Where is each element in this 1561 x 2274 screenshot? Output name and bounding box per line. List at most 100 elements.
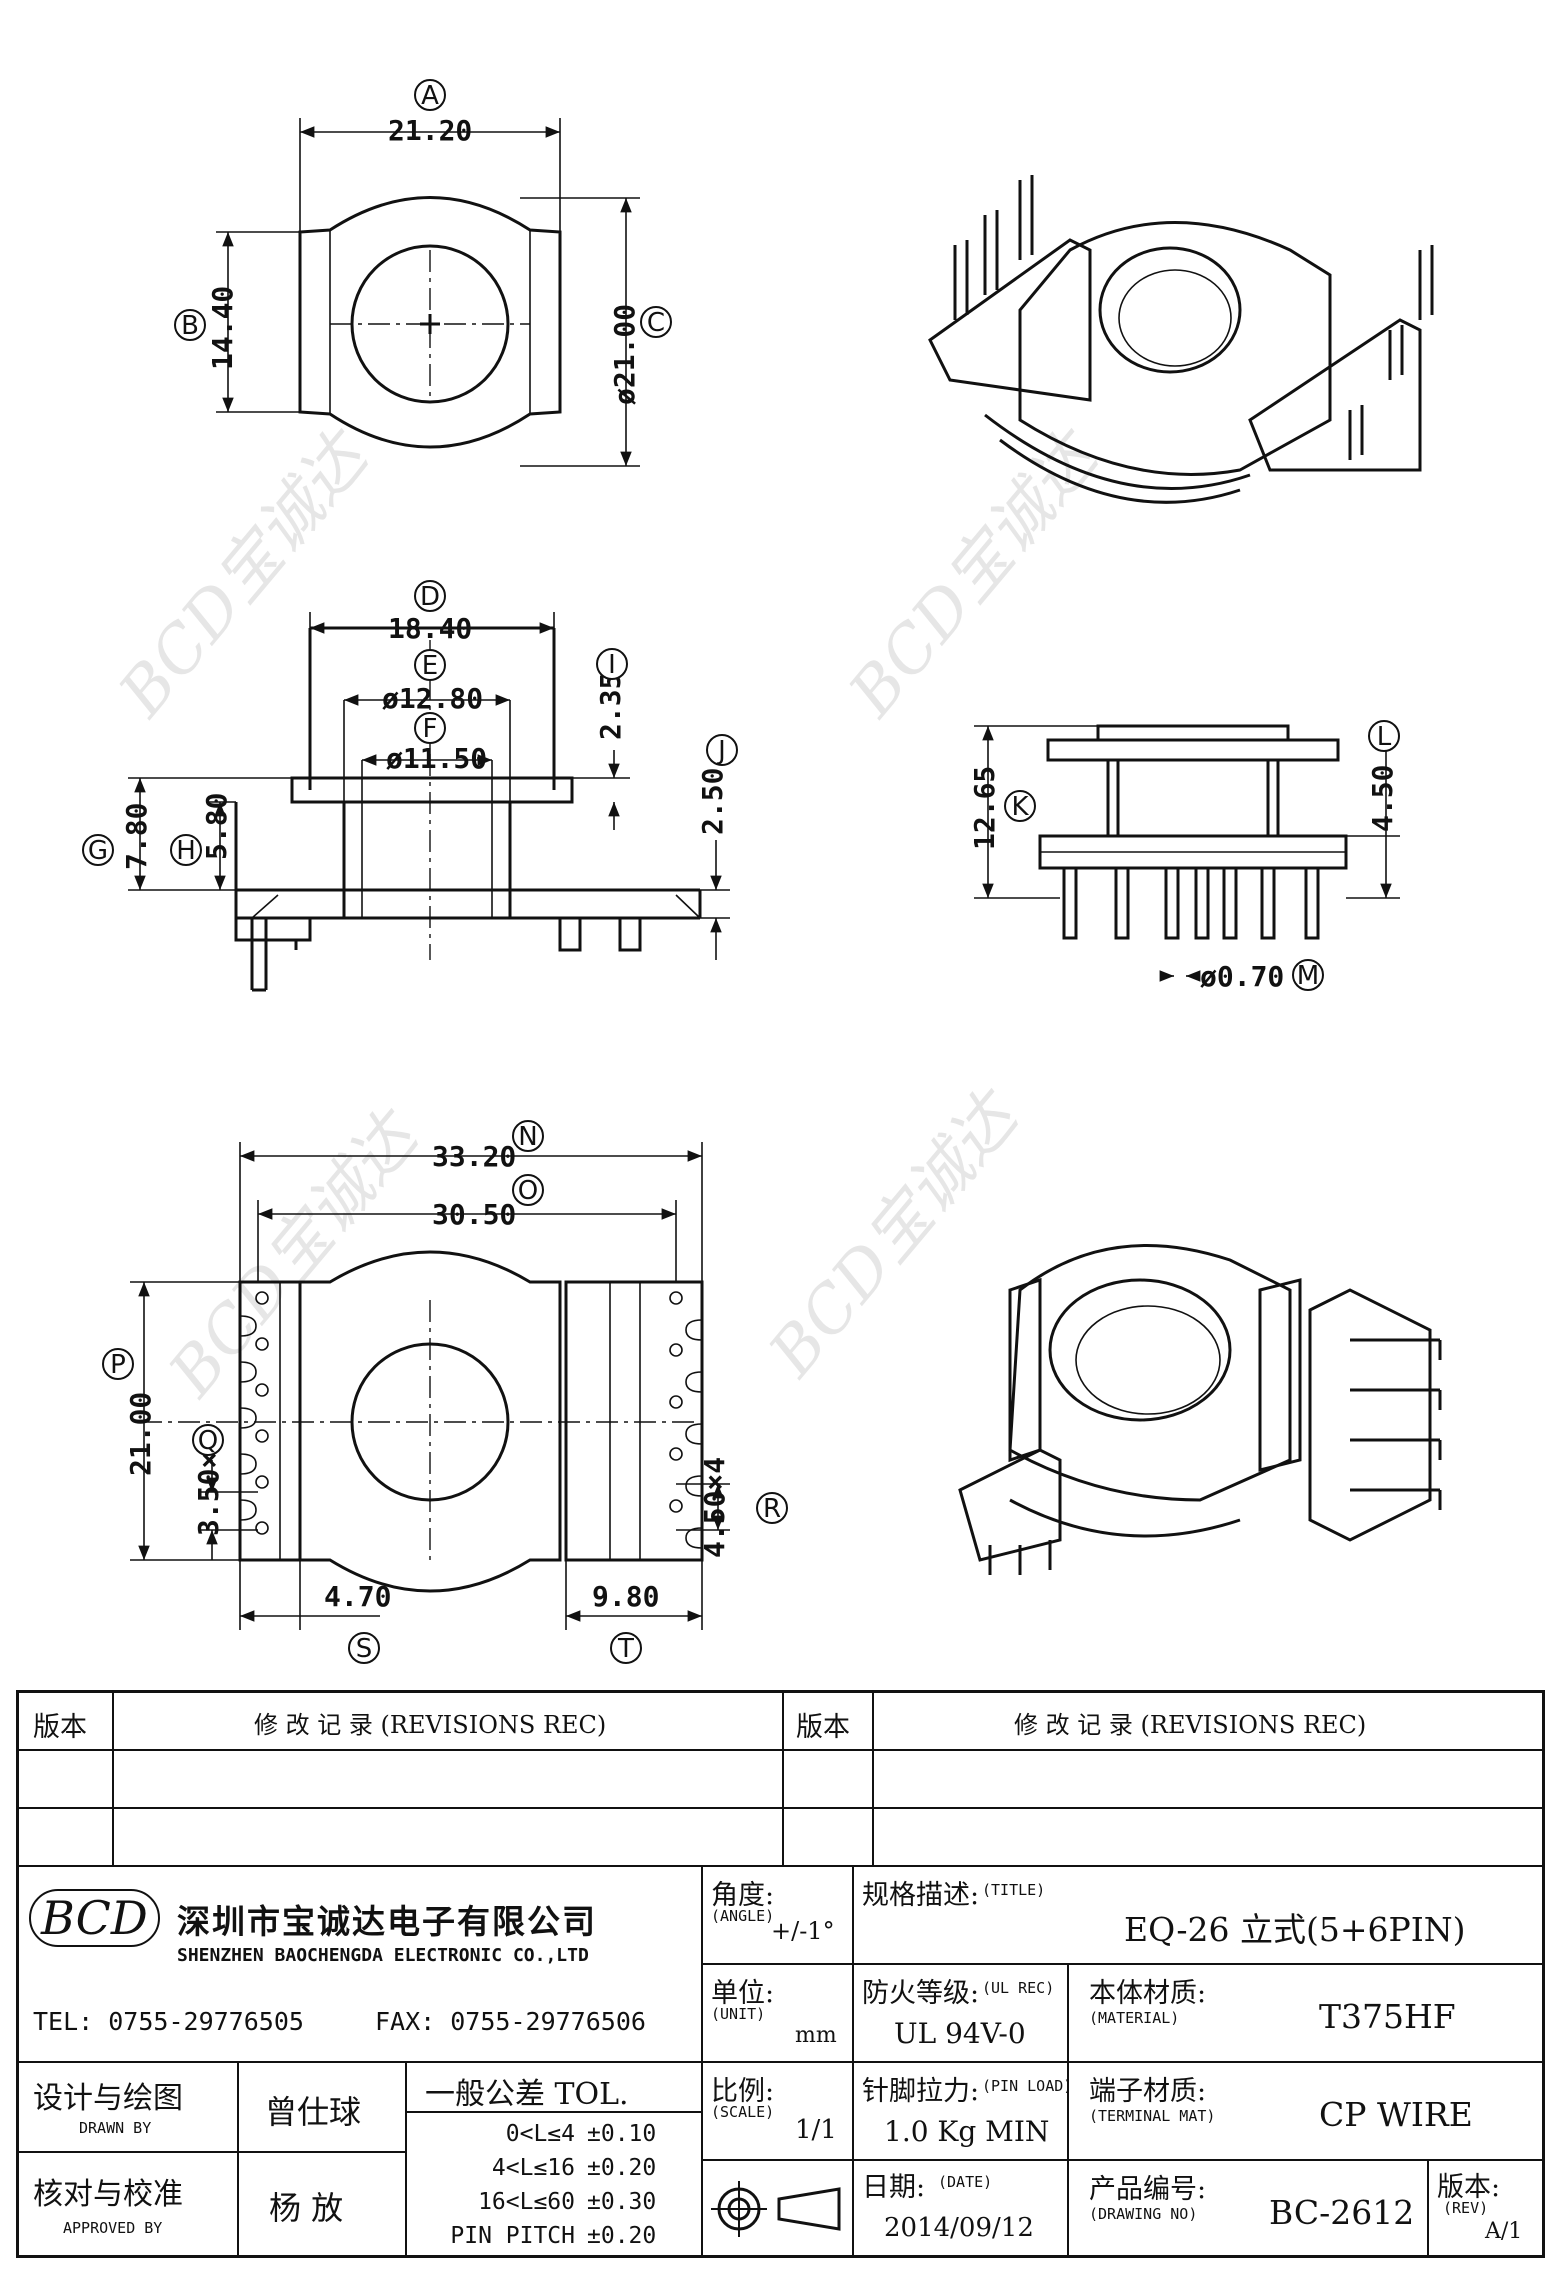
tolerance-value: ±0.20 [587,2223,657,2249]
pin-load-label-en: (PIN LOAD) [982,2077,1069,2095]
dimension-bubble-g: G [82,834,114,866]
pin [1164,866,1180,940]
tolerance-value: ±0.10 [587,2121,657,2147]
pin [1260,866,1276,940]
material-cell: 本体材质: (MATERIAL) T375HF [1069,1965,1542,2063]
dimension-letter: B [181,311,199,341]
dimension-letter: C [647,308,665,338]
dimension-bubble-b: B [174,309,206,341]
projection-symbol-cell [703,2161,854,2257]
company-logo: BCD [29,1889,160,1947]
dimension-bubble-m: M [1292,959,1324,991]
dimension-value-g: 7.80 [120,803,153,870]
terminal-value: CP WIRE [1319,2095,1473,2134]
dimension-bubble-n: N [512,1120,544,1152]
approved-by-cell: 核对与校准 APPROVED BY [19,2153,239,2257]
dimension-value-d: 18.40 [388,612,472,645]
dimension-bubble-p: P [102,1348,134,1380]
pin-slot [239,1361,257,1383]
dimension-bubble-e: E [414,649,446,681]
dimension-bubble-i: I [596,648,628,680]
terminal-label-en: (TERMINAL MAT) [1089,2107,1216,2125]
rev-value: A/1 [1485,2219,1523,2244]
pin-hole [255,1291,269,1305]
dimension-letter: F [423,714,438,744]
dimension-value-k: 12.65 [968,766,1001,850]
approved-by-label: 核对与校准 [33,2177,183,2212]
rev-row [114,1751,784,1809]
pin-hole [255,1337,269,1351]
dimension-letter: A [421,81,439,111]
scale-label-en: (SCALE) [711,2103,775,2121]
drawn-by-label: 设计与绘图 [33,2081,183,2116]
dimension-value-l: 4.50 [1366,765,1399,832]
dimension-value-s: 4.70 [324,1580,391,1613]
drawn-by-cell: 设计与绘图 DRAWN BY [19,2063,239,2153]
company-fax: FAX: 0755-29776506 [375,2007,646,2036]
dimension-bubble-r: R [756,1492,788,1524]
date-label: 日期: [862,2172,926,2203]
dimension-bubble-s: S [348,1632,380,1664]
drawn-by-name: 曾仕球 [265,2093,362,2131]
watermark-text: BCD宝诚达 [105,417,386,732]
unit-label-en: (UNIT) [711,2005,766,2023]
isometric-view-bottom [958,1243,1442,1575]
side-view [128,612,730,992]
unit-cell: 单位: (UNIT) mm [703,1965,854,2063]
date-value: 2014/09/12 [884,2213,1034,2243]
pin [1062,866,1078,940]
company-block: BCD 深圳市宝诚达电子有限公司 SHENZHEN BAOCHENGDA ELE… [19,1867,703,2063]
rev-ver-label: 版本 [796,1712,850,1743]
drawing-no-cell: 产品编号: (DRAWING NO) BC-2612 [1069,2161,1429,2257]
rev-rec-header: 修 改 记 录 (REVISIONS REC) [114,1693,784,1751]
pin-slot [685,1319,703,1341]
dimension-bubble-h: H [170,834,202,866]
dimension-bubble-k: K [1004,790,1036,822]
rev-rec-label: 修 改 记 录 (REVISIONS REC) [1014,1711,1367,1739]
terminal-cell: 端子材质: (TERMINAL MAT) CP WIRE [1069,2063,1542,2161]
angle-label: 角度: [711,1880,775,1911]
watermark-text: BCD宝诚达 [755,1077,1036,1392]
dimension-letter: L [1377,722,1392,752]
dimension-letter: J [716,736,726,766]
drawing-no-value: BC-2612 [1269,2193,1415,2232]
ul-label-en: (UL REC) [982,1979,1055,1997]
ul-value: UL 94V-0 [894,2017,1026,2050]
tolerance-range: 4<L≤16 [491,2155,575,2181]
pin-hole [255,1429,269,1443]
dimension-letter: M [1297,961,1319,991]
unit-value: mm [795,2023,837,2048]
approved-by-name: 杨 放 [269,2189,344,2227]
watermark-text: BCD宝诚达 [835,417,1116,732]
unit-label: 单位: [711,1978,775,2009]
pin-slot [239,1407,257,1429]
dimension-value-h: 5.80 [200,793,233,860]
tolerance-value: ±0.20 [587,2155,657,2181]
dimension-value-p: 21.00 [124,1392,157,1476]
dimension-bubble-j: J [706,734,738,766]
material-label-en: (MATERIAL) [1089,2009,1180,2027]
watermark-text: BCD宝诚达 [155,1097,436,1412]
dimension-value-a: 21.20 [388,114,472,147]
date-label-en: (DATE) [938,2173,993,2191]
scale-label: 比例: [711,2076,775,2107]
dimension-value-o: 30.50 [432,1198,516,1231]
pin [1114,866,1130,940]
dimension-value-j: 2.50 [696,768,729,835]
dimension-value-e: ø12.80 [382,682,483,715]
rev-label-en: (REV) [1443,2199,1489,2217]
rev-row [874,1809,1542,1867]
pin-slot [685,1371,703,1393]
dimension-letter: Q [198,1426,218,1456]
tolerance-row: 16<L≤60±0.30 [407,2185,701,2219]
terminal-label: 端子材质: [1089,2076,1207,2107]
material-value: T375HF [1319,1997,1456,2036]
title-label: 规格描述: [862,1880,980,1911]
rev-cell: 版本: (REV) A/1 [1429,2161,1542,2257]
dimension-bubble-f: F [414,712,446,744]
tolerance-row: PIN PITCH±0.20 [407,2219,701,2253]
pin [1194,866,1210,940]
rev-ver-header: 版本 [19,1693,114,1751]
